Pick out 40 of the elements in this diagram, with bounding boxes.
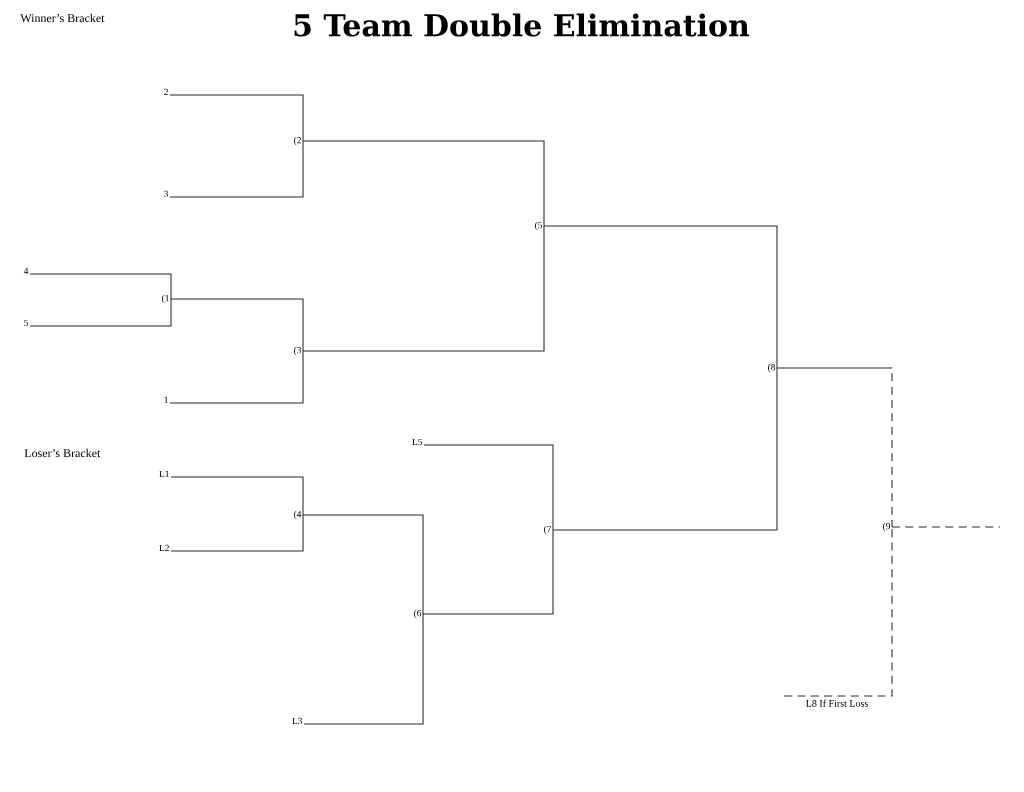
seed-label: 2 bbox=[164, 88, 168, 95]
seed-label: 1 bbox=[164, 396, 168, 403]
seed-label: L1 bbox=[159, 470, 169, 477]
bracket-line bbox=[29, 298, 172, 327]
bracket-line bbox=[543, 225, 778, 369]
bracket-line bbox=[169, 350, 304, 404]
title: 5 Team Double Elimination bbox=[294, 13, 750, 37]
seed-label: 3 bbox=[164, 190, 169, 198]
section-heading: Loser’s Bracket bbox=[24, 448, 101, 458]
bracket-line bbox=[170, 476, 304, 516]
note-text: L8 If First Loss bbox=[806, 699, 868, 707]
game-number: (6 bbox=[414, 609, 422, 619]
game-number: (9 bbox=[883, 522, 890, 532]
game-number: (2 bbox=[294, 136, 301, 146]
game-number: (1 bbox=[162, 294, 169, 304]
bracket-line bbox=[169, 94, 304, 142]
game-number: (5 bbox=[535, 221, 543, 231]
section-heading: Winner’s Bracket bbox=[20, 13, 105, 23]
bracket-line bbox=[891, 526, 1001, 528]
bracket-line bbox=[170, 298, 304, 352]
seed-label: L3 bbox=[292, 717, 303, 725]
game-number: (3 bbox=[294, 346, 302, 356]
bracket-line bbox=[29, 273, 172, 300]
game-number: (4 bbox=[294, 510, 302, 520]
bracket-line bbox=[303, 613, 424, 725]
bracket-line bbox=[423, 444, 554, 531]
seed-label: 4 bbox=[23, 267, 29, 274]
game-number: (7 bbox=[544, 525, 552, 535]
seed-label: L2 bbox=[159, 544, 169, 551]
game-number: (8 bbox=[768, 363, 776, 373]
bracket-line bbox=[169, 140, 304, 198]
bracket-line bbox=[170, 514, 304, 552]
bracket-line bbox=[552, 367, 778, 531]
bracket-line bbox=[422, 529, 554, 615]
bracket-line bbox=[302, 140, 545, 227]
bracket-line bbox=[783, 526, 893, 697]
bracket-line bbox=[302, 225, 545, 352]
seed-label: L5 bbox=[412, 438, 423, 446]
bracket-line bbox=[302, 514, 424, 615]
seed-label: 5 bbox=[24, 319, 29, 327]
